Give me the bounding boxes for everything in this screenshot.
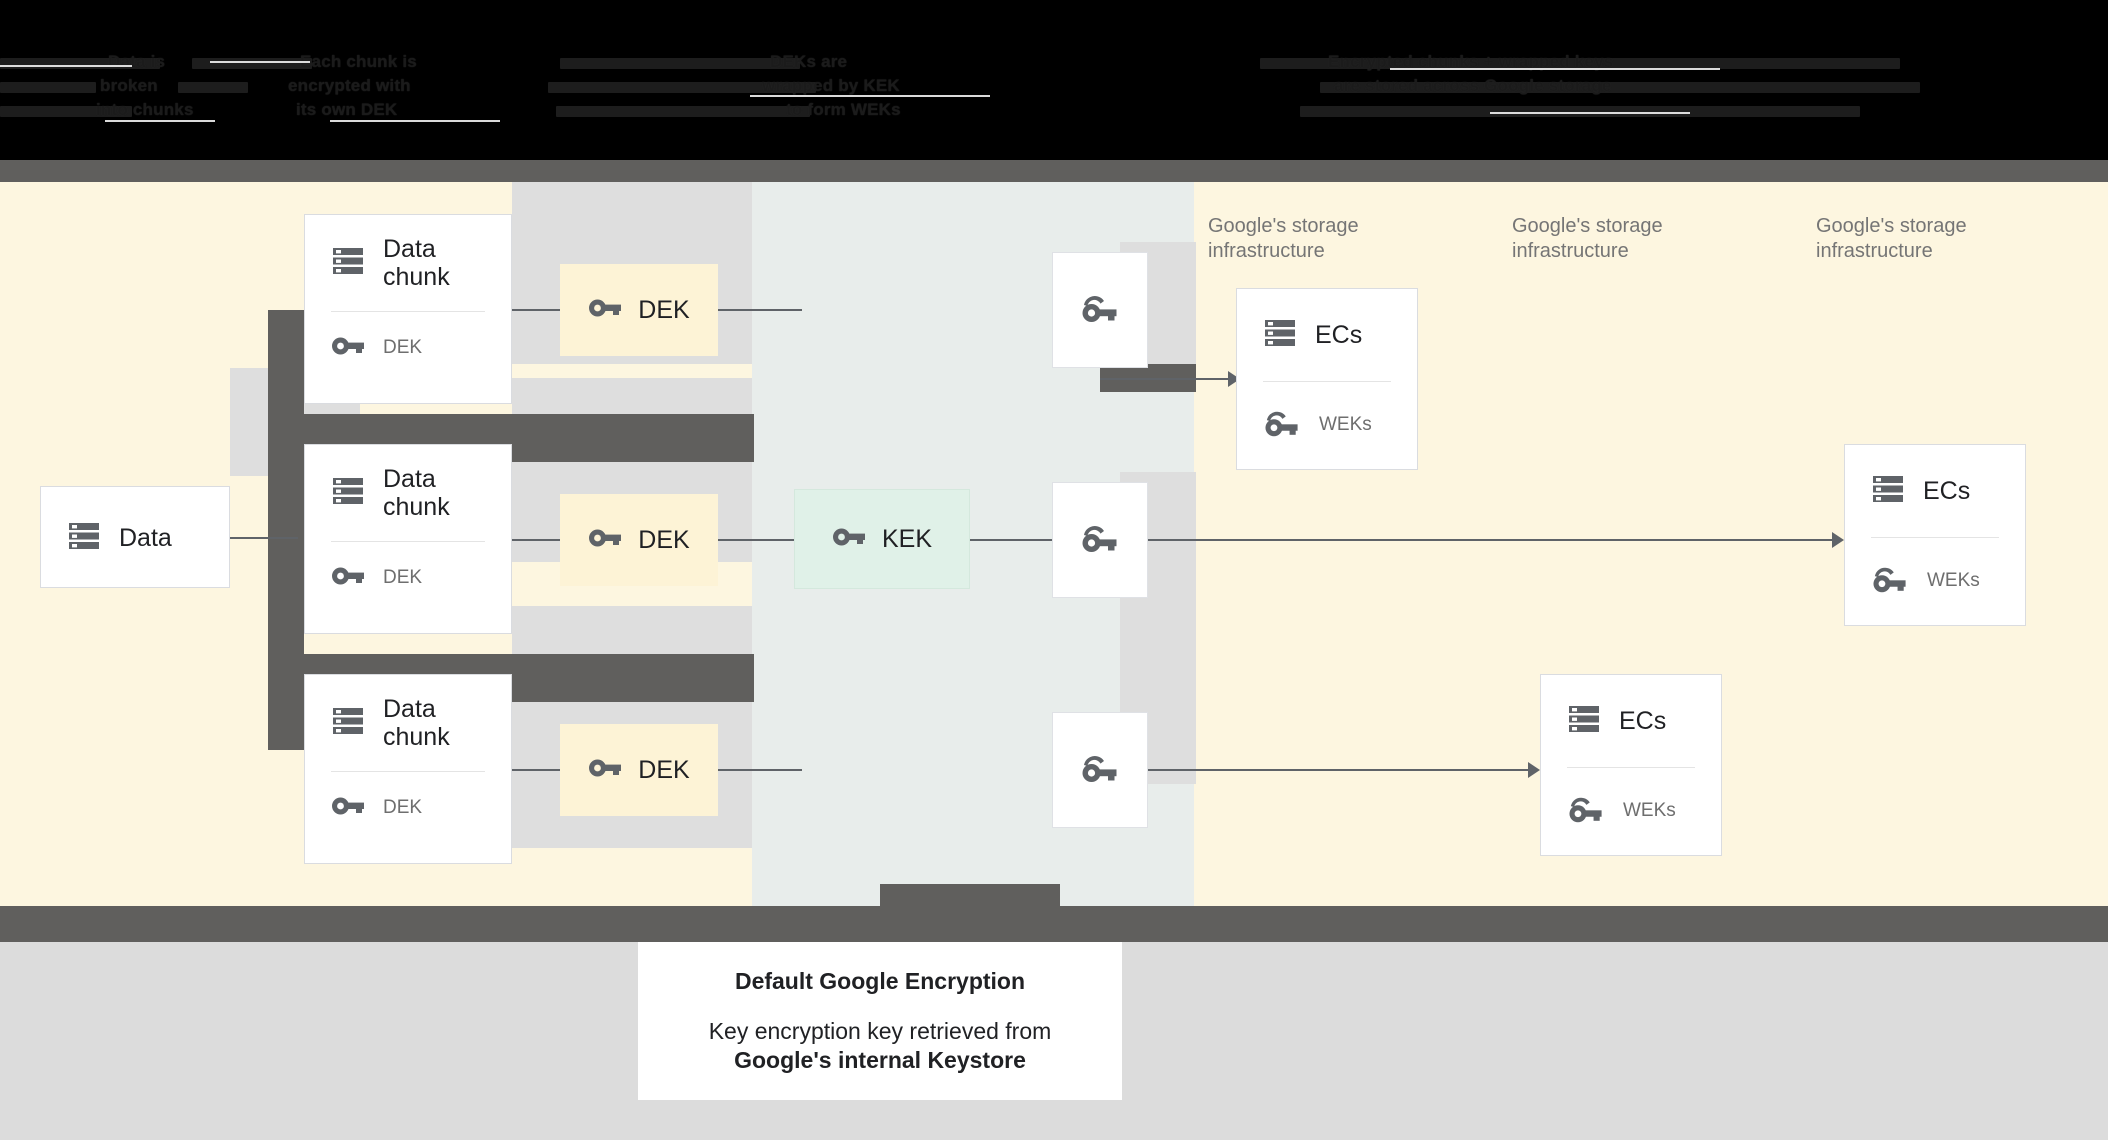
- server-icon: [331, 474, 365, 513]
- ecs-card-2-header: ECs: [1845, 445, 2025, 537]
- connector-dek3-out: [716, 769, 802, 771]
- ecs-card-1-header: ECs: [1237, 289, 1417, 381]
- wrapped-key-icon: [1080, 520, 1120, 561]
- chunk-card-1-divider: [331, 311, 485, 312]
- server-icon: [1871, 472, 1905, 511]
- ecs-card-3[interactable]: ECs WEKs: [1540, 674, 1722, 856]
- wrapped-key-icon: [1567, 792, 1605, 831]
- caption-body-line1: Key encryption key retrieved from: [708, 1017, 1052, 1044]
- ecs-card-2[interactable]: ECs WEKs: [1844, 444, 2026, 626]
- storage-label-3: Google's storage infrastructure: [1816, 215, 1967, 262]
- wrapped-key-icon: [1263, 406, 1301, 445]
- connector-data-to-chunks: [228, 537, 298, 539]
- ecs-card-3-header: ECs: [1541, 675, 1721, 767]
- key-icon: [588, 755, 622, 786]
- wrapped-key-tile-3[interactable]: [1052, 712, 1148, 828]
- ecs-card-1-title: ECs: [1315, 321, 1363, 349]
- storage-label-2: Google's storage infrastructure: [1512, 215, 1663, 262]
- wrapped-key-icon: [1080, 750, 1120, 791]
- server-icon: [331, 704, 365, 743]
- server-icon: [67, 519, 101, 558]
- chunk-card-3-divider: [331, 771, 485, 772]
- connector-wrapped1-ecs: [1100, 378, 1236, 380]
- ecs-card-1-key-row: WEKs: [1237, 382, 1417, 468]
- dek-box-2-label: DEK: [638, 525, 690, 554]
- arrowhead-ecs2: [1832, 532, 1844, 548]
- dek-box-1[interactable]: DEK: [560, 264, 718, 356]
- page-top-divider: [0, 160, 2108, 182]
- storage-label-1: Google's storage infrastructure: [1208, 215, 1359, 262]
- chunk-card-2-title: Data chunk: [383, 465, 450, 521]
- kek-box[interactable]: KEK: [794, 489, 970, 589]
- diagram-canvas: Data Data chunk: [0, 182, 2108, 908]
- caption-body: Key encryption key retrieved from Google…: [709, 1017, 1052, 1075]
- ecs-card-1[interactable]: ECs WEKs: [1236, 288, 1418, 470]
- dek-box-2[interactable]: DEK: [560, 494, 718, 586]
- key-icon: [588, 525, 622, 556]
- wrapped-key-icon: [1871, 562, 1909, 601]
- ecs-card-2-key-row: WEKs: [1845, 538, 2025, 624]
- data-chunk-card-2[interactable]: Data chunk DEK: [304, 444, 512, 634]
- chunk-card-2-key-row: DEK: [305, 542, 511, 614]
- chunk-card-3-key-row: DEK: [305, 772, 511, 844]
- key-icon: [331, 563, 365, 594]
- chunk-card-1-title: Data chunk: [383, 235, 450, 291]
- dek-box-3-label: DEK: [638, 755, 690, 784]
- caption-title: Default Google Encryption: [734, 967, 1026, 994]
- ecs-card-2-title: ECs: [1923, 477, 1971, 505]
- connector-dek2-out: [716, 539, 802, 541]
- dek-box-3[interactable]: DEK: [560, 724, 718, 816]
- key-icon: [832, 524, 866, 555]
- connector-dek1-out: [716, 309, 802, 311]
- server-icon: [1567, 702, 1601, 741]
- connector-chunk2-dek: [512, 539, 590, 541]
- caption-body-line2: Google's internal Keystore: [734, 1046, 1026, 1073]
- data-card-row: Data: [41, 487, 229, 589]
- wrapped-key-tile-2[interactable]: [1052, 482, 1148, 598]
- wrapped-key-tile-1[interactable]: [1052, 252, 1148, 368]
- ecs-card-3-key-row: WEKs: [1541, 768, 1721, 854]
- caption-panel: Default Google Encryption Key encryption…: [638, 942, 1122, 1100]
- chunk-card-3-header: Data chunk: [305, 675, 511, 771]
- data-chunk-card-3[interactable]: Data chunk DEK: [304, 674, 512, 864]
- chunk-card-3-title: Data chunk: [383, 695, 450, 751]
- ecs-card-3-key-label: WEKs: [1623, 800, 1676, 821]
- chunk-card-2-key-label: DEK: [383, 567, 423, 588]
- server-icon: [331, 244, 365, 283]
- chunk-card-2-header: Data chunk: [305, 445, 511, 541]
- server-icon: [1263, 316, 1297, 355]
- arrowhead-ecs3: [1528, 762, 1540, 778]
- data-card-title: Data: [119, 524, 172, 552]
- dek-box-1-label: DEK: [638, 295, 690, 324]
- chunk-card-2-divider: [331, 541, 485, 542]
- ecs-card-2-divider: [1871, 537, 1999, 538]
- chunk-card-1-key-label: DEK: [383, 337, 423, 358]
- connector-chunk3-dek: [512, 769, 590, 771]
- top-obscured-banner: Data is broken into chunks Each chunk is…: [0, 0, 2108, 175]
- wrapped-key-icon: [1080, 290, 1120, 331]
- data-chunk-card-1[interactable]: Data chunk DEK: [304, 214, 512, 404]
- bottom-divider-bar: [0, 906, 2108, 942]
- ecs-card-3-divider: [1567, 767, 1695, 768]
- overlay-bar-bottom: [880, 884, 1060, 908]
- ecs-card-1-divider: [1263, 381, 1391, 382]
- kek-box-label: KEK: [881, 524, 933, 553]
- chunk-card-3-key-label: DEK: [383, 797, 423, 818]
- key-icon: [331, 793, 365, 824]
- key-icon: [588, 295, 622, 326]
- connector-wrapped3-ecs: [1100, 769, 1536, 771]
- data-card[interactable]: Data: [40, 486, 230, 588]
- key-icon: [331, 333, 365, 364]
- connector-wrapped2-ecs: [1100, 539, 1840, 541]
- chunk-card-1-header: Data chunk: [305, 215, 511, 311]
- ecs-card-1-key-label: WEKs: [1319, 414, 1372, 435]
- ecs-card-3-title: ECs: [1619, 707, 1667, 735]
- chunk-card-1-key-row: DEK: [305, 312, 511, 384]
- connector-chunk1-dek: [512, 309, 590, 311]
- connector-kek-out: [968, 539, 1054, 541]
- ecs-card-2-key-label: WEKs: [1927, 570, 1980, 591]
